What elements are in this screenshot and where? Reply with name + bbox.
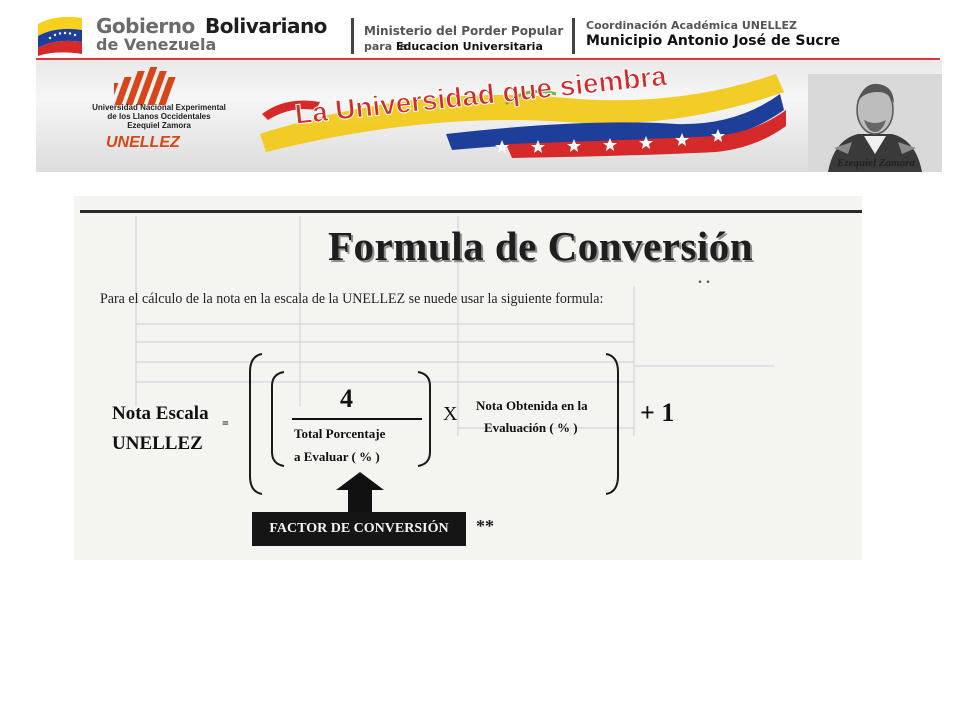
slogan-ribbon: La Universidad que siembra	[260, 64, 786, 158]
denominator-line2: a Evaluar ( % )	[294, 449, 380, 464]
ministerio-line1: Ministerio del Porder Popular	[364, 24, 564, 38]
banner-divider	[572, 18, 575, 54]
numerator: 4	[340, 384, 353, 413]
nota-escala-label: Nota Escala UNELLEZ	[112, 399, 209, 459]
nota-escala-line2: UNELLEZ	[112, 433, 203, 454]
municipio-text: Municipio Antonio José de Sucre	[586, 33, 841, 49]
nota-obtenida-line1: Nota Obtenida en la	[476, 398, 588, 413]
university-header: Universidad Nacional Experimental de los…	[36, 60, 942, 172]
bolivariano-text: Bolivariano	[205, 14, 327, 38]
nota-escala-line1: Nota Escala	[112, 403, 209, 424]
portrait-caption: Ezequiel Zamora	[837, 157, 915, 169]
up-arrow-icon	[336, 472, 384, 512]
stray-dots: . .	[698, 270, 710, 287]
intro-text: Para el cálculo de la nota en la escala …	[100, 291, 604, 308]
formula-brackets	[249, 353, 619, 512]
government-banner: Gobierno Bolivariano de Venezuela Minist…	[36, 10, 940, 60]
venezuela-flag-icon	[38, 16, 82, 56]
equals-sign: =	[222, 416, 229, 430]
document-title: Formula de Conversión	[328, 223, 754, 269]
ministerio-line2: Educacion Universitaria	[396, 40, 543, 53]
university-name-line2: de los Llanos Occidentales	[107, 112, 211, 121]
coordinacion-text: Coordinación Académica UNELLEZ	[586, 19, 797, 32]
nota-obtenida-line2: Evaluación ( % )	[484, 420, 578, 435]
footnote-marker: **	[476, 516, 494, 536]
plus-one: + 1	[640, 398, 675, 427]
unellez-acronym: UNELLEZ	[106, 134, 180, 151]
factor-conversion-label: FACTOR DE CONVERSIÓN	[252, 512, 466, 546]
gobierno-text: Gobierno	[96, 14, 195, 38]
university-name-line1: Universidad Nacional Experimental	[92, 103, 226, 112]
university-name-line3: Ezequiel Zamora	[127, 121, 191, 130]
ministerio-line2-prefix: para la	[364, 40, 408, 53]
times-sign: X	[443, 403, 458, 425]
ezequiel-zamora-portrait	[808, 74, 942, 172]
document-top-rule	[80, 210, 862, 213]
faint-table-ghost	[135, 216, 774, 436]
denominator-line1: Total Porcentaje	[294, 426, 386, 441]
fraction-bar	[292, 418, 422, 420]
banner-red-line	[36, 58, 940, 60]
unellez-logo	[114, 67, 176, 105]
banner-divider	[351, 18, 354, 54]
de-venezuela-text: de Venezuela	[96, 35, 217, 54]
conversion-formula-document: Formula de Conversión . . Para el cálcul…	[74, 196, 862, 560]
